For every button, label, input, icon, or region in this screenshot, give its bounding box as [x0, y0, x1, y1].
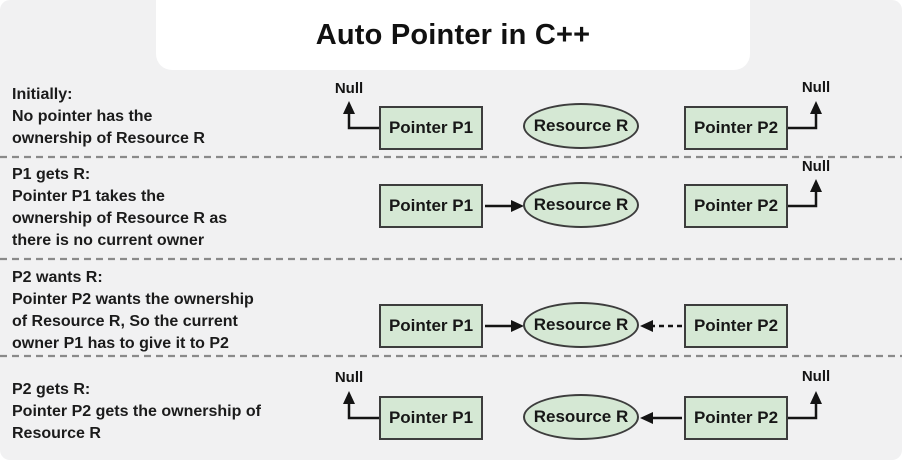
row4-description: P2 gets R: Pointer P2 gets the ownership…	[12, 379, 357, 445]
row2-p2-null-arrowhead	[810, 179, 822, 192]
row-line: of Resource R, So the current	[12, 313, 238, 330]
row-heading: P1 gets R:	[12, 166, 91, 183]
row-heading: Initially:	[12, 86, 73, 103]
row1-description: Initially: No pointer has the ownership …	[12, 84, 357, 150]
row4-pointer-p1-node: Pointer P1	[379, 396, 483, 440]
row-line: there is no current owner	[12, 232, 205, 249]
row3-pointer-p1-node: Pointer P1	[379, 304, 483, 348]
row4-p1-null-label: Null	[334, 369, 364, 386]
row-heading: P2 gets R:	[12, 381, 91, 398]
row2-pointer-p2-node: Pointer P2	[684, 184, 788, 228]
row2-description: P1 gets R: Pointer P1 takes the ownershi…	[12, 164, 357, 252]
row-line: ownership of Resource R as	[12, 210, 228, 227]
row1-p2-null-arrowhead	[810, 101, 822, 114]
row2-p2-null-label: Null	[801, 158, 831, 175]
page-title: Auto Pointer in C++	[315, 18, 591, 51]
row4-pointer-p2-node: Pointer P2	[684, 396, 788, 440]
row4-resource-node: Resource R	[523, 394, 639, 440]
row3-description: P2 wants R: Pointer P2 wants the ownersh…	[12, 267, 357, 355]
row-line: ownership of Resource R	[12, 130, 205, 147]
row3-p1-to-resource-arrowhead	[511, 320, 524, 332]
row3-p2-to-resource-arrowhead	[640, 320, 653, 332]
row2-resource-node: Resource R	[523, 182, 639, 228]
row1-resource-node: Resource R	[523, 103, 639, 149]
row3-pointer-p2-node: Pointer P2	[684, 304, 788, 348]
row2-p2-null-connector	[785, 191, 818, 208]
row2-p1-to-resource-arrowhead	[511, 200, 524, 212]
row3-resource-node: Resource R	[523, 302, 639, 348]
row-line: Resource R	[12, 425, 101, 442]
row-line: owner P1 has to give it to P2	[12, 335, 229, 352]
row4-p2-to-resource-arrowhead	[640, 412, 653, 424]
row-heading: P2 wants R:	[12, 269, 103, 286]
row-line: Pointer P1 takes the	[12, 188, 165, 205]
row2-pointer-p1-node: Pointer P1	[379, 184, 483, 228]
row-line: No pointer has the	[12, 108, 153, 125]
row1-p2-null-label: Null	[801, 79, 831, 96]
row1-p2-null-connector	[785, 113, 818, 130]
row4-p2-null-arrowhead	[810, 391, 822, 404]
title-panel: Auto Pointer in C++	[156, 0, 750, 70]
row1-pointer-p2-node: Pointer P2	[684, 106, 788, 150]
row1-pointer-p1-node: Pointer P1	[379, 106, 483, 150]
row1-p1-null-label: Null	[334, 80, 364, 97]
row4-p2-null-connector	[785, 403, 818, 420]
row4-p2-null-label: Null	[801, 368, 831, 385]
row-line: Pointer P2 wants the ownership	[12, 291, 254, 308]
row-line: Pointer P2 gets the ownership of	[12, 403, 261, 420]
